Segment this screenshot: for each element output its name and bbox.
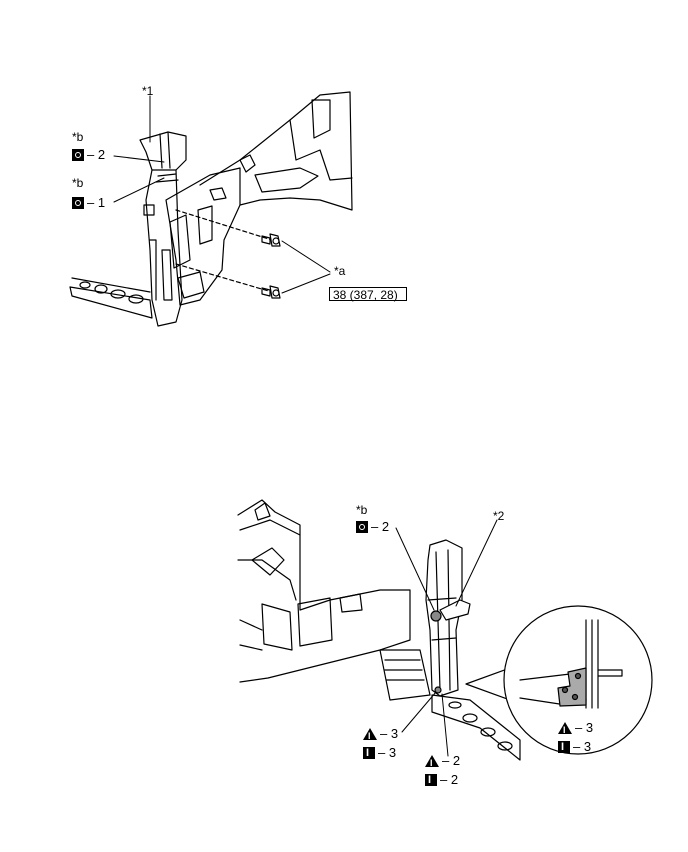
callout-star-b-mid: *b	[72, 176, 84, 190]
weld-code-text: – 3	[378, 745, 397, 760]
weld-code-text: – 3	[380, 726, 399, 741]
weld-triangle-icon	[558, 722, 572, 737]
callout-star-a: *a	[334, 264, 346, 278]
weld-code-o-2-top: – 2	[72, 148, 105, 162]
bottom-illustration	[237, 499, 653, 761]
top-apron	[165, 167, 241, 306]
weld-i-square-icon	[558, 740, 570, 754]
bottom-lower-rail	[431, 694, 521, 761]
weld-code-i-3-detail: – 3	[558, 740, 591, 754]
weld-code-o-2-bottom: – 2	[356, 520, 389, 534]
weld-code-t-3-left: – 3	[363, 726, 399, 743]
callout-star-b-top: *b	[72, 130, 84, 144]
spot-weld-circle-icon	[72, 197, 84, 209]
weld-code-i-3-left: – 3	[363, 746, 396, 760]
weld-code-i-2: – 2	[425, 773, 458, 787]
weld-code-text: – 2	[87, 147, 106, 162]
weld-code-text: – 1	[87, 195, 106, 210]
bottom-body-frame	[237, 499, 411, 683]
top-bolt-lower	[261, 285, 281, 299]
torque-spec-box: 38 (387, 28)	[329, 287, 407, 302]
weld-code-o-1: – 1	[72, 196, 105, 210]
weld-code-text: – 3	[575, 720, 594, 735]
top-pillar	[139, 131, 187, 327]
top-illustration	[69, 91, 353, 327]
weld-triangle-icon	[363, 728, 377, 743]
top-lower-rail	[69, 286, 153, 319]
callout-star-1: *1	[142, 84, 154, 98]
weld-code-text: – 3	[573, 739, 592, 754]
spot-weld-circle-icon	[356, 521, 368, 533]
spot-weld-circle-icon	[72, 149, 84, 161]
weld-code-text: – 2	[442, 753, 461, 768]
weld-code-text: – 2	[371, 519, 390, 534]
callout-star-2: *2	[493, 509, 505, 523]
weld-code-text: – 2	[440, 772, 459, 787]
bottom-bracket	[439, 599, 471, 621]
magnifier-detail	[519, 619, 623, 709]
weld-i-square-icon	[363, 746, 375, 760]
top-bolt-line-2	[175, 263, 273, 293]
callout-star-b-bottom: *b	[356, 503, 368, 517]
weld-code-t-2: – 2	[425, 753, 461, 770]
magnifier-pointer	[465, 667, 511, 701]
top-bolt-upper	[261, 233, 281, 247]
weld-triangle-icon	[425, 755, 439, 770]
top-bolt-line-1	[175, 209, 273, 241]
weld-i-square-icon	[425, 773, 437, 787]
weld-code-t-3-detail: – 3	[558, 720, 594, 737]
top-wheelhouse	[199, 91, 353, 211]
